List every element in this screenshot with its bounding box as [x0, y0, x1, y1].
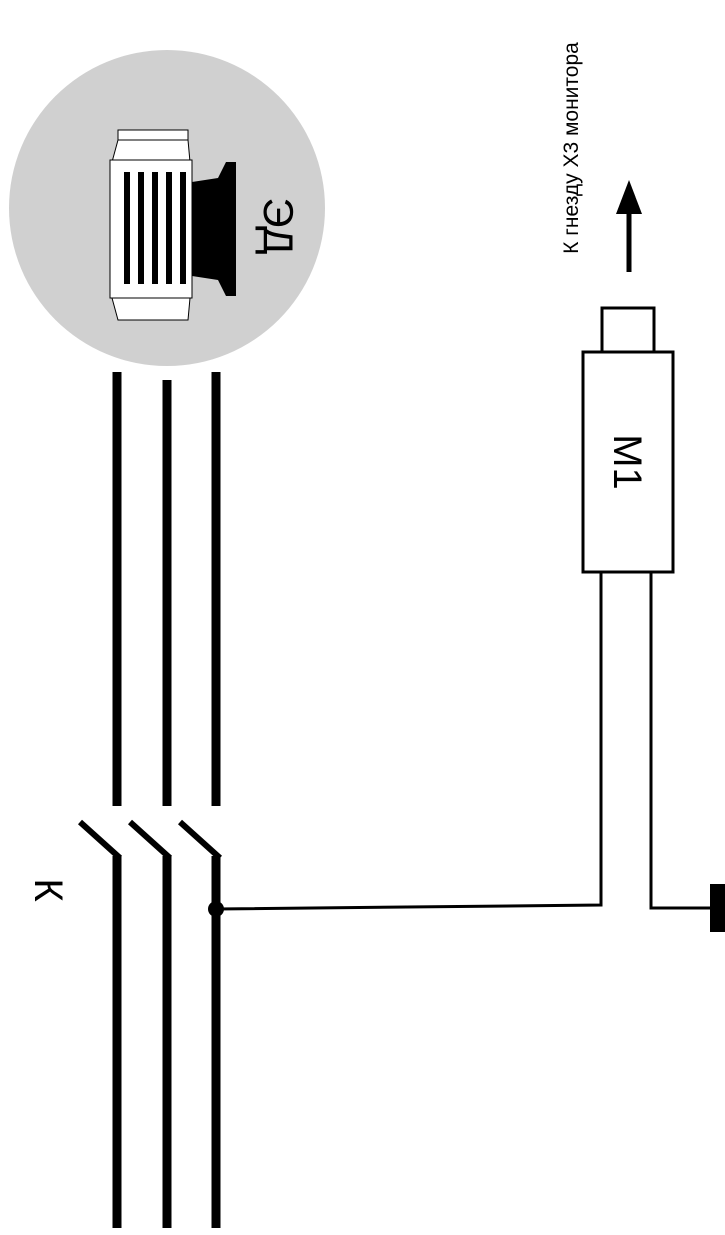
module-m1-label: М1: [605, 434, 649, 490]
switch-contact-2: [127, 819, 173, 861]
module-connector: [600, 306, 656, 354]
switch-contact-3: [177, 819, 223, 861]
arrow-up-icon: [616, 180, 642, 272]
switch-contact-1: [77, 819, 123, 861]
motor-icon: [109, 129, 236, 321]
signal-wire: [215, 572, 603, 911]
switch-label: К: [26, 878, 70, 902]
ground-terminal: [710, 884, 725, 932]
module-m1-body: [581, 350, 675, 574]
monitor-note: К гнезду Х3 монитора: [560, 42, 583, 254]
motor-label: ЭД: [255, 197, 302, 254]
ground-wire: [649, 572, 712, 910]
